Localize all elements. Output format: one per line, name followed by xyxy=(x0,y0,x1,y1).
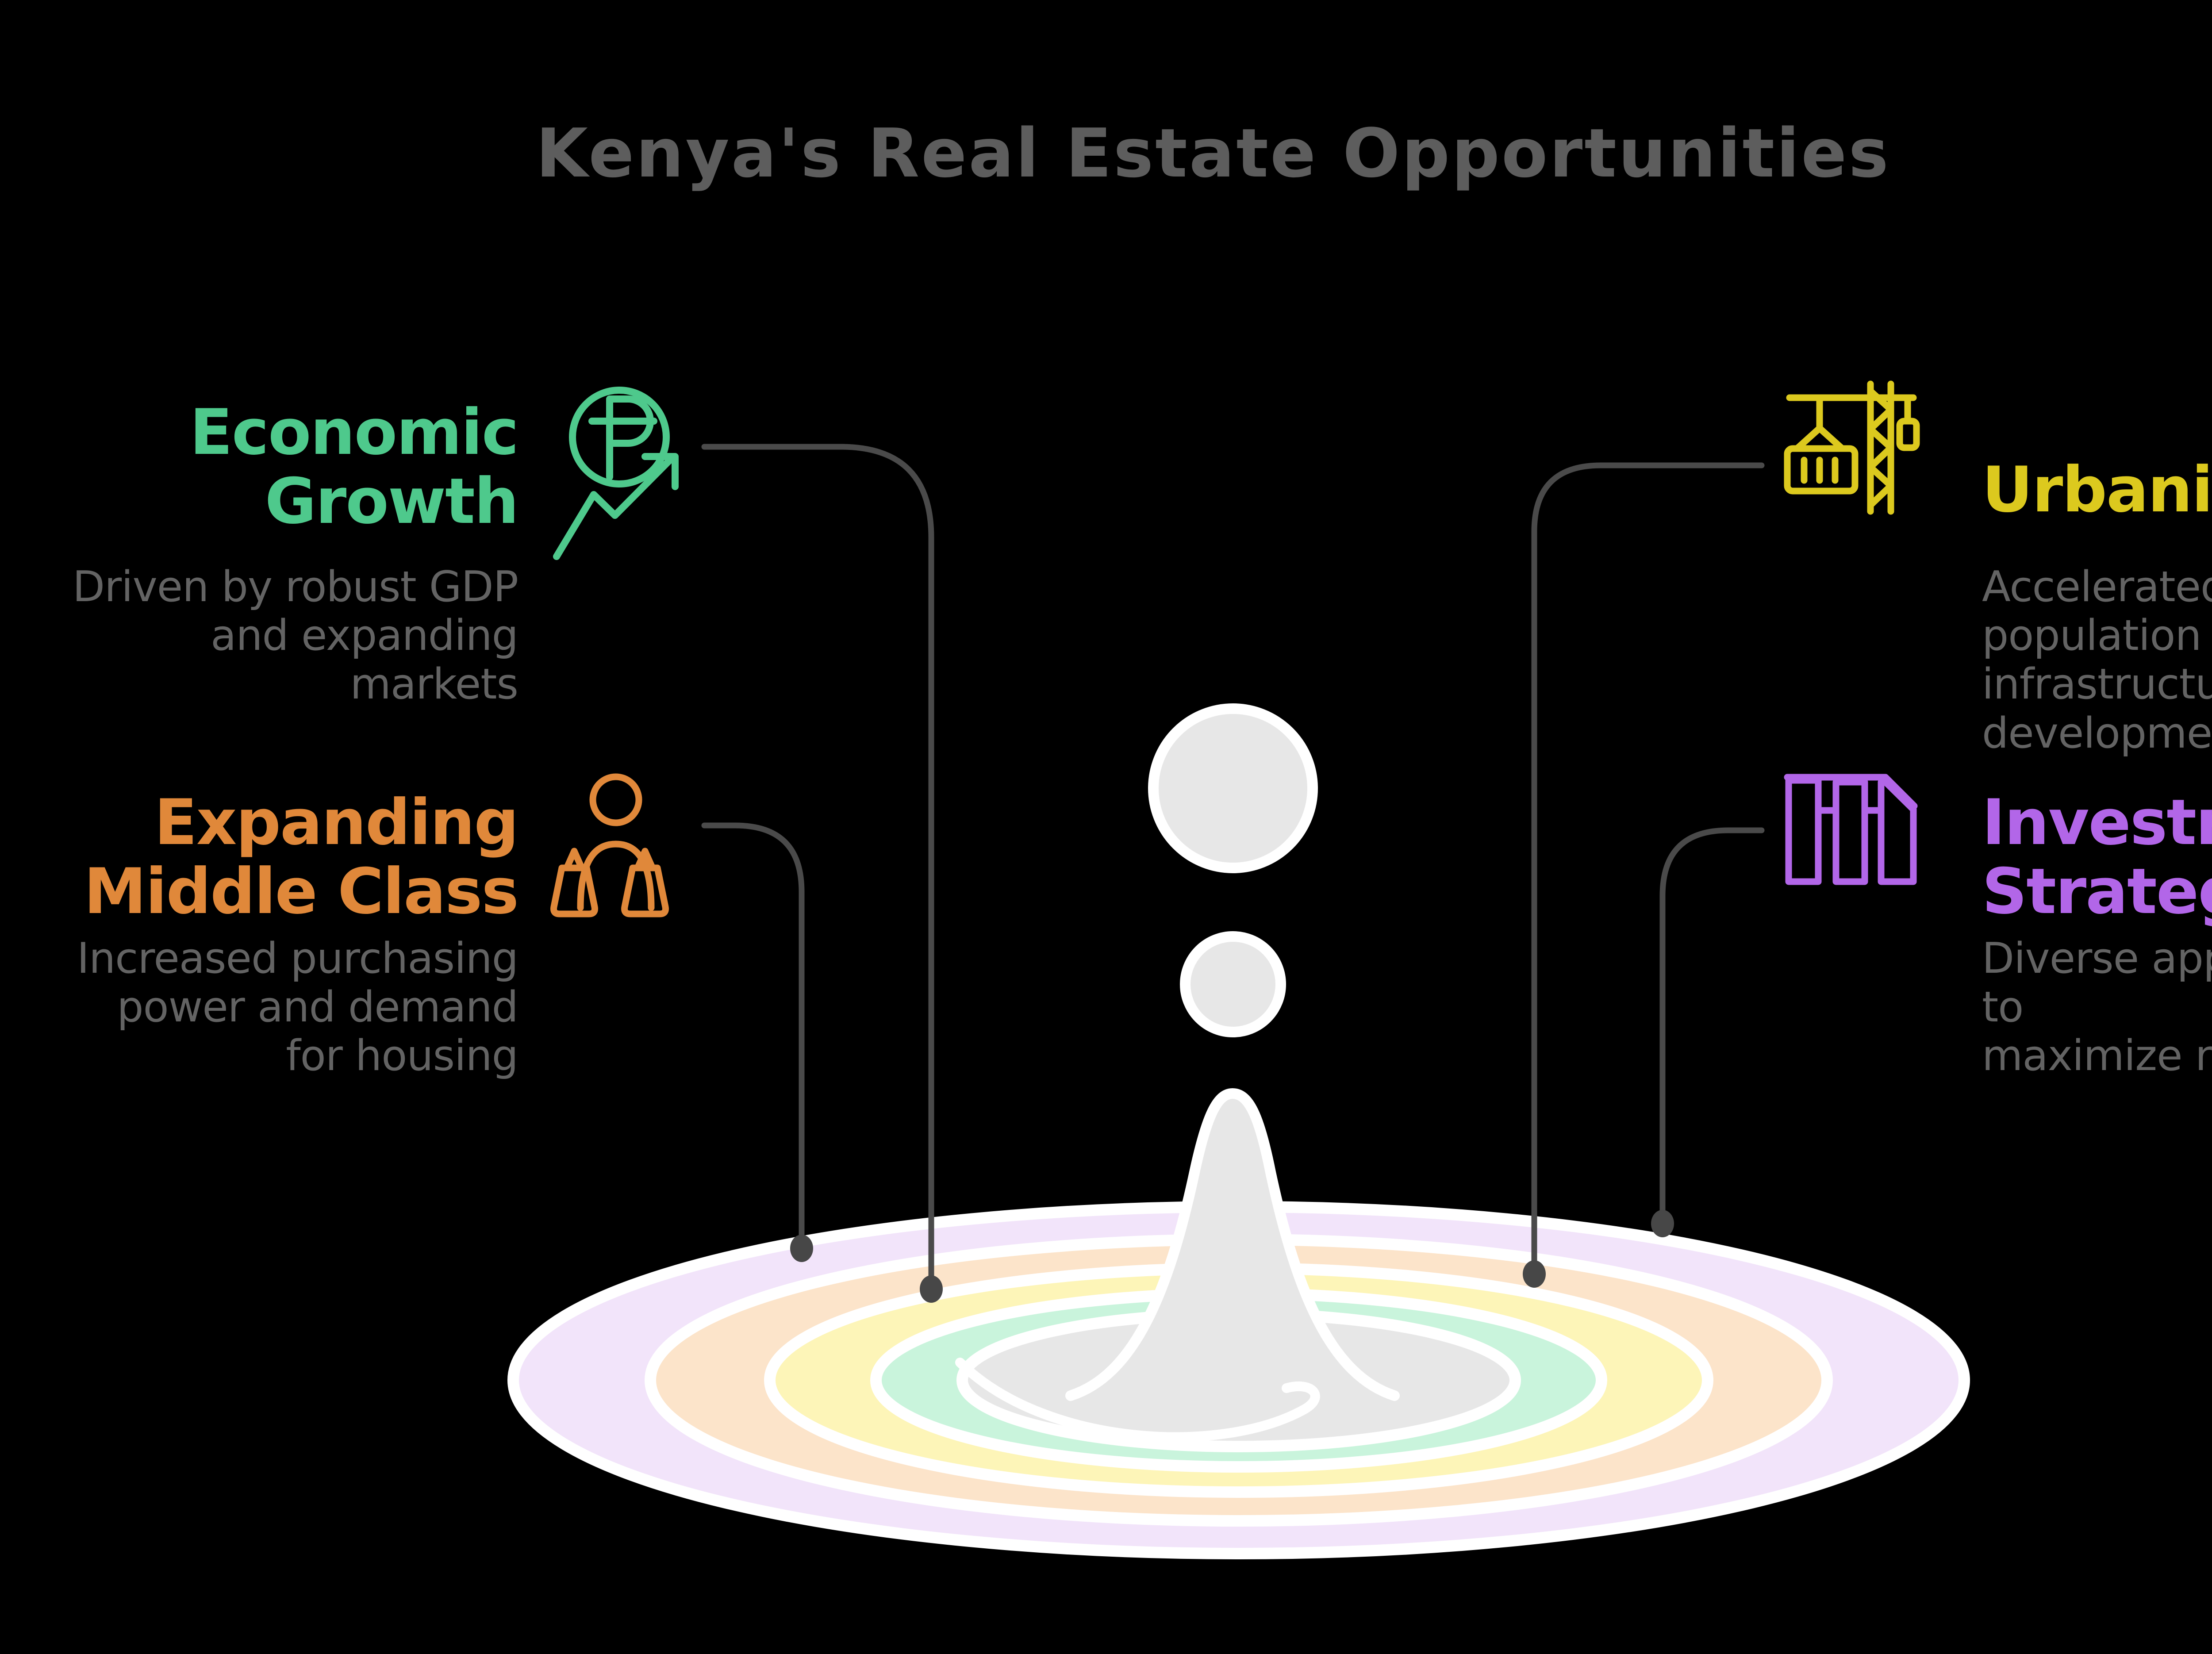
section-description-expanding-middle-class: Increased purchasing power and demand fo… xyxy=(77,934,518,1081)
section-label-expanding-middle-class: Expanding Middle Class xyxy=(84,786,519,929)
connector-dot-economic-growth xyxy=(920,1275,943,1303)
section-label-urbanization: Urbanization xyxy=(1982,453,2212,526)
connector-expanding-middle-class xyxy=(701,822,805,1240)
connector-investment-strategies xyxy=(1659,827,1765,1215)
splash-peak xyxy=(1065,1088,1400,1401)
construction-crane-icon xyxy=(1784,380,1920,515)
connector-dot-expanding-middle-class xyxy=(790,1235,813,1262)
section-description-investment-strategies: Diverse approaches to maximize returns xyxy=(1982,934,2212,1081)
section-label-investment-strategies: Investment Strategies xyxy=(1982,786,2212,929)
connector-dot-urbanization xyxy=(1523,1260,1546,1288)
peso-coin-growth-arrow-icon xyxy=(553,387,679,560)
page-title: Kenya's Real Estate Opportunities xyxy=(536,114,1890,192)
splash-swirl xyxy=(955,1358,1320,1442)
connector-dots xyxy=(790,1210,1674,1303)
shopper-with-bags-icon xyxy=(550,773,669,917)
buildings-icon xyxy=(1784,774,1918,885)
section-description-urbanization: Accelerated by population influx and inf… xyxy=(1982,563,2212,758)
section-label-economic-growth: Economic Growth xyxy=(189,396,519,538)
connector-economic-growth xyxy=(701,444,934,1281)
water-droplet xyxy=(955,703,1400,1442)
connectors xyxy=(701,444,1765,1281)
section-description-economic-growth: Driven by robust GDP and expanding marke… xyxy=(72,563,518,709)
droplet-small-circle xyxy=(1180,931,1286,1037)
connector-urbanization xyxy=(1531,462,1765,1266)
droplet-large-circle xyxy=(1148,703,1318,873)
connector-dot-investment-strategies xyxy=(1651,1210,1674,1237)
